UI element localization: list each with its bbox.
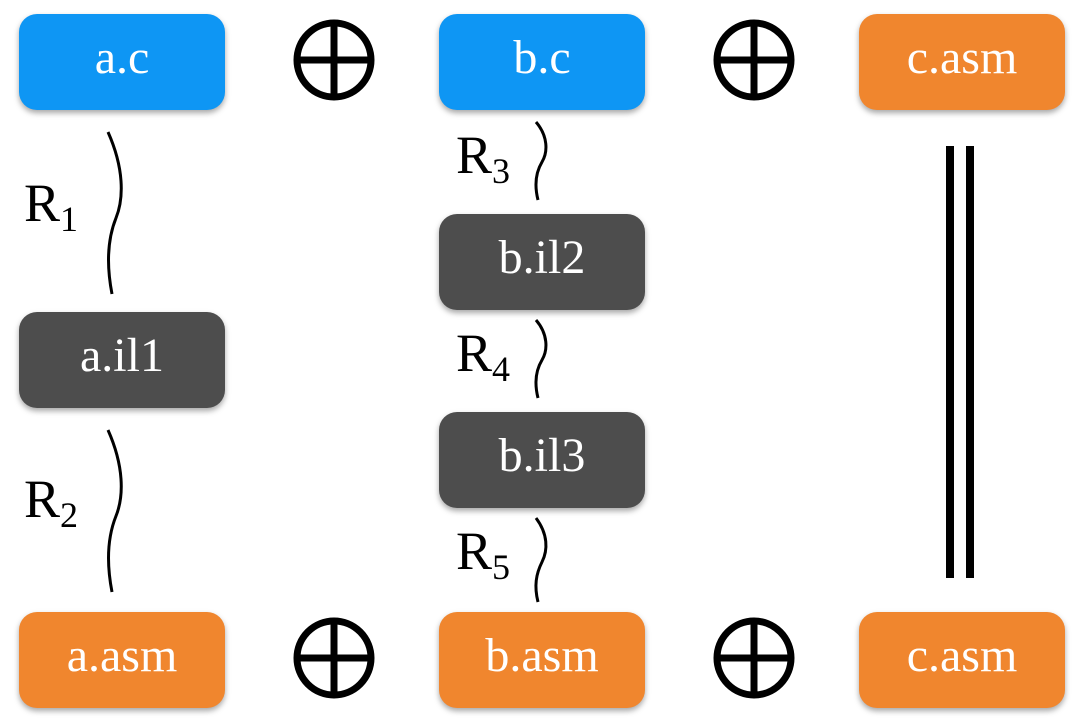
b-asm-label: b.asm <box>485 629 599 682</box>
equals-lines-icon-second <box>966 146 974 578</box>
c-asm-bottom-label: c.asm <box>906 629 1018 682</box>
refinement-curve-r3 <box>534 121 548 201</box>
relation-r1: R1 <box>24 173 79 239</box>
c-asm-bottom-box: c.asm <box>859 612 1065 708</box>
a-asm-label: a.asm <box>66 629 178 682</box>
b-il2-label: b.il2 <box>498 231 586 284</box>
relation-r4: R4 <box>456 323 511 389</box>
refinement-curve-r1 <box>106 131 123 295</box>
relation-r3: R3 <box>456 125 511 191</box>
c-asm-top-box: c.asm <box>859 14 1065 110</box>
b-c-box: b.c <box>439 14 645 110</box>
c-asm-top-label: c.asm <box>906 31 1018 84</box>
relation-r5: R5 <box>456 521 511 587</box>
a-il1-label: a.il1 <box>80 329 164 382</box>
circled-plus-icon <box>713 617 795 699</box>
a-il1-box: a.il1 <box>19 312 225 408</box>
a-c-box: a.c <box>19 14 225 110</box>
b-il2-box: b.il2 <box>439 214 645 310</box>
circled-plus-icon <box>713 19 795 101</box>
equals-lines-icon <box>946 146 954 578</box>
circled-plus-icon <box>293 19 375 101</box>
a-asm-box: a.asm <box>19 612 225 708</box>
b-asm-box: b.asm <box>439 612 645 708</box>
a-c-label: a.c <box>94 31 150 84</box>
b-c-label: b.c <box>513 31 571 84</box>
relation-r2: R2 <box>24 469 79 535</box>
circled-plus-icon <box>293 617 375 699</box>
refinement-curve-r4 <box>534 319 548 399</box>
refinement-curve-r5 <box>534 517 548 603</box>
b-il3-label: b.il3 <box>498 429 586 482</box>
refinement-curve-r2 <box>106 429 123 593</box>
b-il3-box: b.il3 <box>439 412 645 508</box>
